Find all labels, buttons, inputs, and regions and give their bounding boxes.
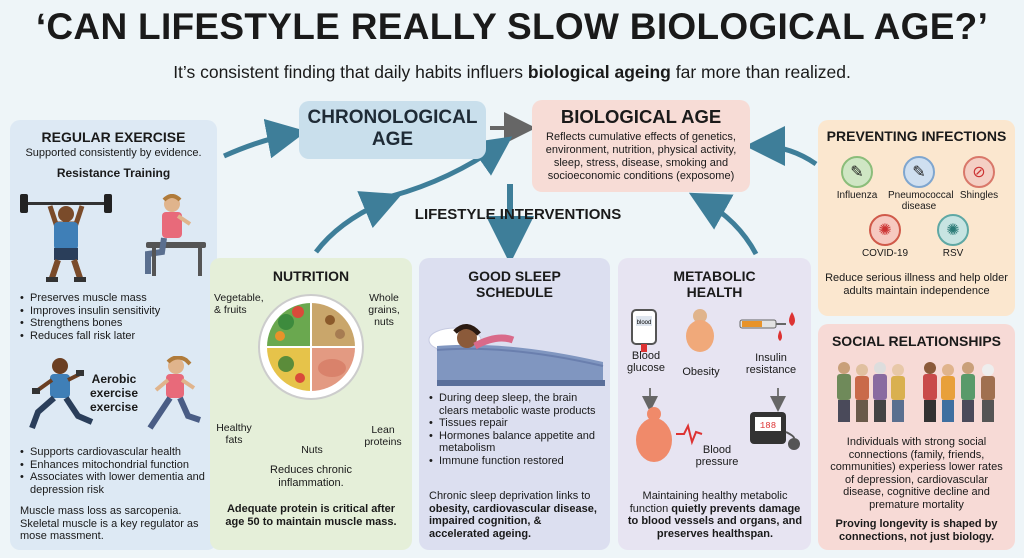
exercise-title: REGULAR EXERCISE (41, 129, 186, 145)
sleep-title-2: SCHEDULE (475, 284, 553, 300)
nutrition-panel: NUTRITION Vegetable, & fruits Whole grai… (210, 258, 412, 550)
label-obesity: Obesity (682, 366, 720, 378)
vaccine-icons: ✎ Influenza ✎ Pneumococcal disease ⊘ Shi… (828, 156, 1006, 259)
aerobic-bullets: Supports cardiovascular health Enhances … (20, 446, 215, 496)
vaccine-influenza: ✎ Influenza (832, 156, 882, 201)
vaccine-label: COVID-19 (861, 248, 909, 259)
metabolic-icons-bottom: 188 (636, 388, 800, 462)
bullet: Enhances mitochondrial function (20, 459, 215, 472)
metabolic-title-1: METABOLIC (673, 268, 756, 284)
bullet: Reduces fall risk later (20, 330, 214, 343)
biological-desc: Reflects cumulative effects of genetics,… (545, 131, 737, 182)
vaccine-covid: ✺ COVID-19 (860, 214, 910, 259)
social-title: SOCIAL RELATIONSHIPS (831, 333, 1002, 349)
chronological-age-box: CHRONOLOGICAL AGE (299, 101, 486, 159)
sleeping-person-illustration (428, 324, 605, 386)
bullet: Improves insulin sensitivity (20, 305, 214, 318)
nutrition-reduces: Reduces chronic inflammation. (270, 464, 352, 489)
bullet: Supports cardiovascular health (20, 446, 215, 459)
aerobic-title: Aerobic exercise exercise (82, 372, 146, 414)
healthy-plate-illustration (258, 294, 364, 400)
infections-footer: Reduce serious illness and help older ad… (825, 272, 1008, 297)
metabolic-title: METABOLIC HEALTH (618, 258, 811, 300)
metabolic-title-2: HEALTH (686, 284, 743, 300)
bp-reading: 188 (760, 421, 776, 431)
metabolic-footer: Maintaining healthy metabolic function q… (627, 490, 803, 540)
people-group-illustration (837, 362, 995, 422)
aerobic-title-1: Aerobic (91, 372, 137, 386)
exercise-footer: Muscle mass loss as sarcopenia. Skeletal… (20, 505, 199, 542)
glucose-meter-label: blood (637, 320, 652, 326)
label-veg: Vegetable, & fruits (214, 292, 264, 316)
virus-icon: ✺ (869, 214, 901, 246)
bullet: Associates with lower dementia and depre… (20, 471, 215, 496)
bullet: Immune function restored (429, 455, 604, 468)
infections-title: PREVENTING INFECTIONS (826, 128, 1007, 144)
page-subtitle: It’s consistent finding that daily habit… (173, 62, 851, 82)
virus-icon: ✺ (937, 214, 969, 246)
no-virus-icon: ⊘ (963, 156, 995, 188)
arrow-metabolic-to-bio (688, 192, 759, 256)
metabolic-panel: METABOLIC HEALTH blood Blood glucose Obe… (618, 258, 811, 550)
sleep-title-1: GOOD SLEEP (468, 268, 561, 284)
bullet: During deep sleep, the brain clears meta… (429, 392, 604, 417)
label-grains: Whole grains, nuts (368, 292, 400, 328)
label-nuts: Nuts (301, 444, 323, 456)
arrow-nutrition-to-chrono (314, 191, 402, 254)
page-title: ‘CAN LIFESTYLE REALLY SLOW BIOLOGICAL AG… (35, 6, 989, 47)
resistance-training-illustration (20, 194, 206, 282)
syringe-icon: ✎ (841, 156, 873, 188)
aerobic-exercise-illustration (29, 356, 201, 430)
biological-age-box: BIOLOGICAL AGE Reflects cumulative effec… (532, 100, 750, 192)
resistance-bullets: Preserves muscle mass Improves insulin s… (20, 292, 214, 342)
social-desc: Individuals with strong social connectio… (830, 436, 1003, 511)
aerobic-title-2: exercise (89, 386, 139, 400)
vaccine-shingles: ⊘ Shingles (954, 156, 1004, 201)
arrow-interventions-to-bio (391, 136, 513, 199)
biological-title: BIOLOGICAL AGE (560, 106, 722, 127)
label-bp: Blood pressure (695, 444, 739, 468)
vaccine-label: Shingles (959, 190, 999, 201)
arrow-infections-to-bio (745, 126, 818, 167)
metabolic-icons-top: blood (631, 309, 795, 352)
vaccine-label: RSV (942, 248, 964, 259)
vaccine-rsv: ✺ RSV (928, 214, 978, 259)
nutrition-footer: Adequate protein is critical after age 5… (225, 503, 397, 528)
interventions-label: LIFESTYLE INTERVENTIONS (414, 206, 622, 223)
label-glucose: Blood glucose (627, 350, 665, 374)
label-fats: Healthy fats (216, 422, 252, 446)
label-insulin: Insulin resistance (745, 352, 797, 376)
sleep-bullets: During deep sleep, the brain clears meta… (429, 392, 604, 468)
resistance-title: Resistance Training (56, 166, 171, 180)
syringe-icon: ✎ (903, 156, 935, 188)
chrono-line-1: CHRONOLOGICAL (307, 107, 478, 128)
infections-panel: PREVENTING INFECTIONS ✎ Influenza ✎ Pneu… (818, 120, 1015, 316)
sleep-title: GOOD SLEEP SCHEDULE (419, 258, 610, 300)
vaccine-label: Influenza (836, 190, 878, 201)
arrow-exercise-to-chrono (222, 118, 307, 159)
exercise-panel: REGULAR EXERCISE Supported consistently … (10, 120, 217, 550)
sleep-panel: GOOD SLEEP SCHEDULE During deep sleep, t… (419, 258, 610, 550)
vaccine-pneumococcal: ✎ Pneumococcal disease (888, 156, 954, 212)
bullet: Hormones balance appetite and metabolism (429, 430, 604, 455)
social-footer: Proving longevity is shaped by connectio… (835, 518, 998, 543)
label-lean: Lean proteins (364, 424, 402, 448)
exercise-subtitle: Supported consistently by evidence. (25, 147, 202, 159)
aerobic-title-3: exercise (89, 400, 139, 414)
chrono-line-2: AGE (371, 129, 414, 150)
bullet: Strengthens bones (20, 317, 214, 330)
vaccine-label: Pneumococcal disease (888, 190, 954, 212)
sleep-footer: Chronic sleep deprivation links to obesi… (429, 490, 597, 540)
bullet: Tissues repair (429, 417, 604, 430)
social-panel: SOCIAL RELATIONSHIPS Individuals with st… (818, 324, 1015, 550)
nutrition-title: NUTRITION (272, 268, 350, 284)
bullet: Preserves muscle mass (20, 292, 214, 305)
